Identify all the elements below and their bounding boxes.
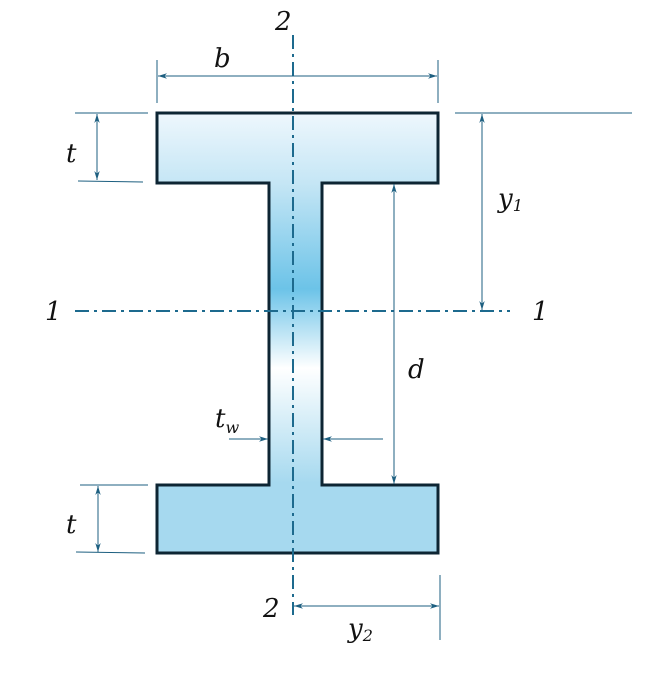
label-axis2-bottom: 2 — [262, 594, 280, 624]
label-axis1-left: 1 — [45, 297, 62, 327]
label-y1: y1 — [497, 184, 523, 215]
label-t-top: t — [66, 139, 77, 169]
label-axis1-right: 1 — [532, 297, 549, 327]
dimension-b — [156, 60, 439, 103]
beam-section — [155, 111, 440, 555]
dimension-y1 — [455, 112, 632, 310]
label-b: b — [214, 44, 231, 74]
dimension-t-top — [75, 112, 148, 183]
label-t-bottom: t — [66, 510, 77, 540]
label-tw: tw — [215, 404, 239, 437]
dimension-y2 — [294, 575, 441, 640]
label-y2: y2 — [347, 614, 373, 645]
label-axis2-top: 2 — [274, 7, 292, 37]
dimension-t-bottom — [75, 484, 148, 554]
label-d: d — [408, 355, 425, 385]
